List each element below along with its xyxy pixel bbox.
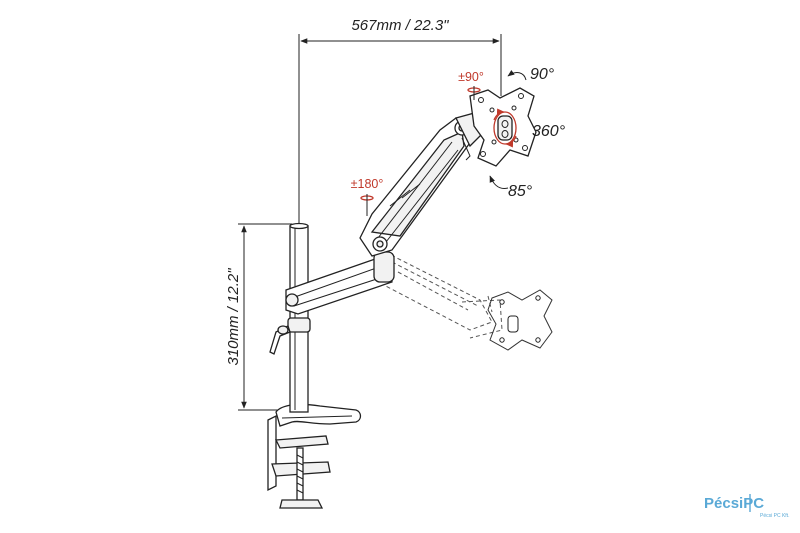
height-label: 310mm / 12.2"	[225, 268, 242, 366]
mounting-pole	[269, 222, 311, 413]
logo-tagline: Pécsi PC Kft.	[760, 513, 789, 519]
height-dimension: 310mm / 12.2"	[225, 223, 292, 411]
reach-dimension: 567mm / 22.3"	[298, 17, 502, 226]
tilt-down-label: 85°	[508, 183, 533, 200]
vesa-plate	[469, 87, 537, 167]
head-swivel-indicator: ±90°	[458, 70, 484, 100]
desk-clamp	[267, 403, 362, 509]
tilt-down-indicator: 85°	[489, 175, 533, 200]
ghost-arm-position	[377, 251, 553, 351]
rotation-label: 360°	[532, 123, 566, 140]
logo-text: PécsiPC	[704, 495, 764, 512]
rotation-indicator: 360°	[532, 123, 566, 140]
brand-logo: PécsiPC Pécsi PC Kft.	[704, 494, 789, 519]
arm-swivel-indicator: ±180°	[351, 177, 384, 216]
head-swivel-label: ±90°	[458, 70, 484, 84]
reach-label: 567mm / 22.3"	[351, 17, 449, 34]
tilt-up-indicator: 90°	[507, 66, 555, 83]
tilt-up-label: 90°	[530, 66, 555, 83]
upper-arm	[359, 111, 483, 257]
arm-swivel-label: ±180°	[351, 177, 384, 191]
